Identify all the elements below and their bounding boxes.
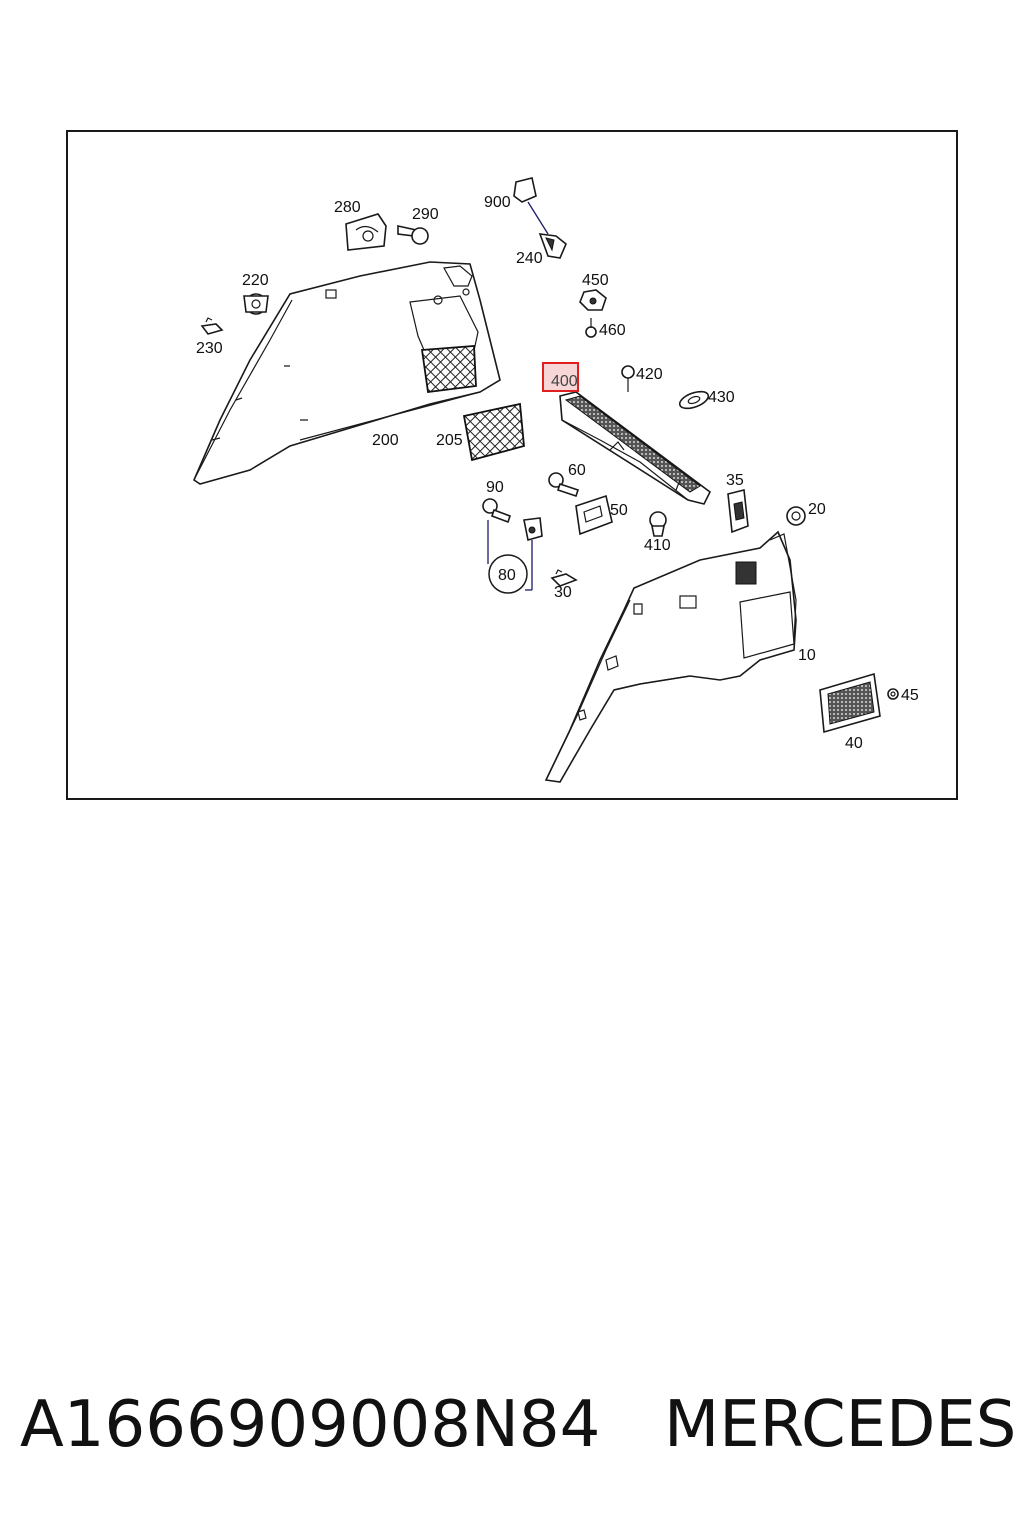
- callout-410: 410: [644, 537, 671, 554]
- callout-20: 20: [808, 501, 826, 518]
- part-230-clip: [200, 317, 224, 335]
- callout-10: 10: [798, 647, 816, 664]
- part-60-bolt: [548, 472, 580, 498]
- callout-220: 220: [242, 272, 269, 289]
- callout-200: 200: [372, 432, 399, 449]
- highlight-box-400: [542, 362, 579, 392]
- callout-80-circle: [488, 554, 528, 594]
- part-20-clip: [786, 506, 806, 526]
- part-40-grille: [819, 672, 881, 734]
- callout-40: 40: [845, 735, 863, 752]
- part-80-bracket: [523, 517, 543, 542]
- callout-900: 900: [484, 194, 511, 211]
- part-410-clip: [649, 511, 667, 537]
- callout-240: 240: [516, 250, 543, 267]
- part-50-bracket: [575, 494, 613, 536]
- callout-400: 400: [551, 373, 578, 390]
- part-400-sill-trim: [559, 391, 712, 505]
- part-200-side-panel: [193, 261, 501, 485]
- callout-290: 290: [412, 206, 439, 223]
- callout-50: 50: [610, 502, 628, 519]
- callout-450: 450: [582, 272, 609, 289]
- part-240-hook: [538, 233, 567, 259]
- callout-45: 45: [901, 687, 919, 704]
- callout-80: 80: [498, 567, 516, 584]
- part-45-clip: [887, 688, 899, 700]
- callout-230: 230: [196, 340, 223, 357]
- part-number: A1666909008N84: [20, 1388, 601, 1462]
- part-290-bolt: [397, 225, 429, 245]
- callout-60: 60: [568, 462, 586, 479]
- part-460-screw: [585, 318, 597, 338]
- callout-35: 35: [726, 472, 744, 489]
- part-90-bolt: [482, 498, 512, 524]
- part-205-net: [462, 402, 525, 462]
- callout-460: 460: [599, 322, 626, 339]
- part-280-bracket: [345, 213, 387, 251]
- part-430-grommet: [678, 390, 710, 410]
- part-450-nut: [579, 289, 607, 311]
- part-35-hook: [727, 489, 749, 534]
- callout-205: 205: [436, 432, 463, 449]
- footer: A1666909008N84 MERCEDES: [0, 1380, 1024, 1470]
- callout-30: 30: [554, 584, 572, 601]
- part-420-screw: [621, 365, 635, 392]
- callout-420: 420: [636, 366, 663, 383]
- part-30-clip: [550, 569, 578, 587]
- leader-80-group: [487, 520, 533, 591]
- part-220-clip: [243, 293, 269, 315]
- part-200-net: [420, 345, 477, 394]
- callout-90: 90: [486, 479, 504, 496]
- part-900-pad: [513, 177, 549, 235]
- callout-280: 280: [334, 199, 361, 216]
- brand-name: MERCEDES: [664, 1388, 1017, 1462]
- callout-430: 430: [708, 389, 735, 406]
- part-10-side-panel: [544, 530, 797, 783]
